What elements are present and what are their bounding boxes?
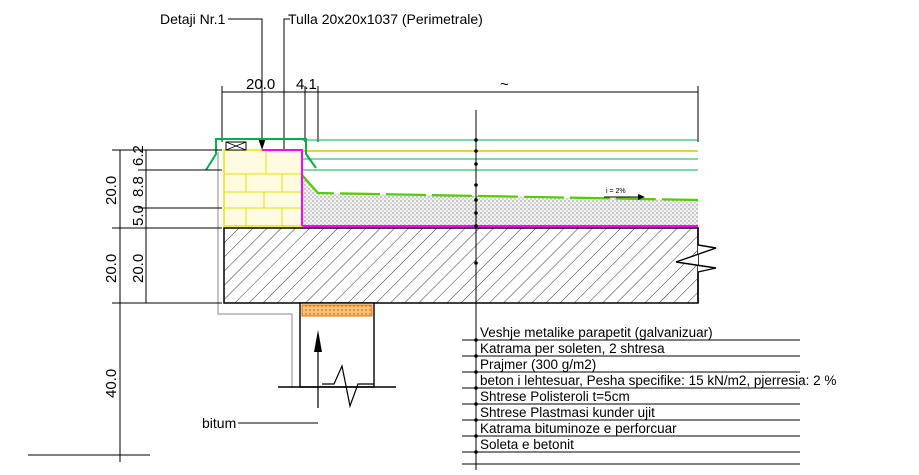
legend-item: Prajmer (300 g/m2) — [480, 357, 596, 372]
column-break-line — [322, 364, 374, 409]
callout-brick: Tulla 20x20x1037 (Perimetrale) — [288, 11, 483, 27]
legend-row-dot — [474, 338, 478, 342]
lightweight-concrete-layer — [302, 175, 698, 226]
left-dimension-lines — [28, 149, 222, 462]
dim-top-gap-width: 4.1 — [296, 76, 317, 93]
legend-item: Shtrese Polisteroli t=5cm — [480, 389, 630, 404]
top-dimension — [221, 86, 699, 142]
legend-row-dot — [474, 450, 478, 454]
dim-top-brick-width: 20.0 — [246, 76, 275, 93]
waterproofing-upstand — [262, 149, 303, 226]
callout-detail-number: Detaji Nr.1 — [160, 11, 226, 27]
legend-item: Katrama bituminoze e perforcuar — [480, 421, 677, 436]
dim-left-slab-outer: 20.0 — [103, 254, 120, 283]
dim-top-variable: ~ — [500, 76, 509, 93]
metal-flashing — [205, 138, 317, 171]
concrete-slab — [223, 227, 699, 304]
dim-left-column-height: 40.0 — [103, 369, 120, 398]
parapet-cap-cross-b — [225, 141, 247, 151]
bitumen-pad — [301, 304, 373, 317]
leader-dots — [474, 138, 478, 265]
slope-label: i = 2% — [606, 188, 626, 195]
slab-break-line — [675, 228, 717, 303]
dim-inner-8-8: 8.8 — [130, 176, 147, 197]
column — [278, 302, 396, 388]
legend-row-dot — [474, 402, 478, 406]
slope-arrow-head — [638, 194, 645, 200]
legend-item: Veshje metalike parapetit (galvanizuar) — [480, 325, 713, 340]
callout-arrow-detail — [258, 138, 266, 150]
legend-item: Soleta e betonit — [480, 437, 574, 452]
legend-row-dot — [474, 354, 478, 358]
roof-layer-lines — [302, 139, 698, 171]
slope-top-green — [301, 174, 699, 202]
legend-row-dot — [474, 418, 478, 422]
legend-row-dot — [474, 434, 478, 438]
dim-inner-6-2: 6.2 — [130, 145, 147, 166]
legend-item: Shtrese Plastmasi kunder ujit — [480, 405, 655, 420]
legend-item: beton i lehtesuar, Pesha specifike: 15 k… — [480, 373, 836, 388]
dim-inner-5-0: 5.0 — [130, 205, 147, 226]
brick-parapet — [223, 149, 303, 227]
column-arrow — [314, 330, 322, 352]
callout-leaders — [228, 18, 290, 172]
dim-left-parapet-height: 20.0 — [103, 176, 120, 205]
legend-row-dot — [474, 370, 478, 374]
legend-item: Katrama per soleten, 2 shtresa — [480, 341, 665, 356]
legend-row-dot — [474, 386, 478, 390]
callout-bitumen: bitum — [202, 415, 236, 431]
dim-inner-slab: 20.0 — [130, 254, 147, 283]
plaster-outline — [217, 152, 293, 388]
brick-joints — [224, 150, 302, 226]
layer-legend: Veshje metalike parapetit (galvanizuar)K… — [462, 325, 836, 465]
